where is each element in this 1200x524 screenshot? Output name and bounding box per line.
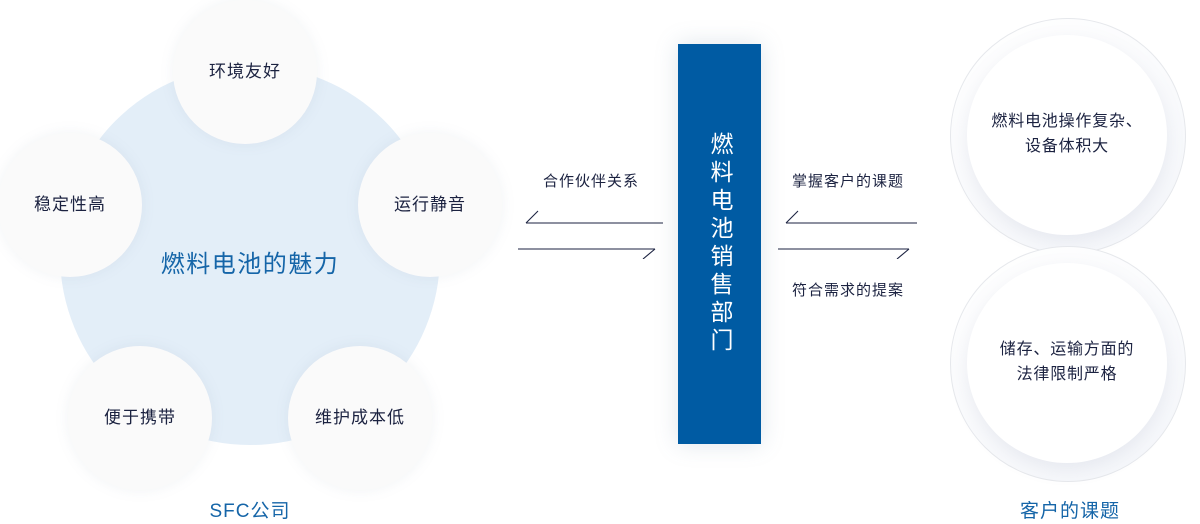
petal-circle-low-maintenance: 维护成本低 bbox=[288, 346, 432, 490]
petal-circle-environment: 环境友好 bbox=[173, 0, 317, 144]
sfc-company-cluster: 环境友好 运行静音 维护成本低 便于携带 稳定性高 燃料电池的魅力 bbox=[0, 0, 510, 524]
petal-label: 环境友好 bbox=[209, 61, 281, 81]
petal-label: 稳定性高 bbox=[34, 194, 106, 214]
arrow-label-proposal-matching-needs: 符合需求的提案 bbox=[791, 282, 904, 299]
petal-circle-stability: 稳定性高 bbox=[0, 133, 142, 277]
pillar-label: 燃料电池销售部门 bbox=[707, 132, 733, 356]
petal-label: 维护成本低 bbox=[315, 407, 405, 427]
left-cluster-center-title: 燃料电池的魅力 bbox=[160, 251, 340, 278]
petal-label: 运行静音 bbox=[394, 194, 466, 214]
arrow-label-grasp-customer-issues: 掌握客户的课题 bbox=[791, 173, 904, 190]
caption-sfc-company: SFC公司 bbox=[209, 501, 291, 522]
bidirectional-arrow-left-icon bbox=[518, 210, 663, 259]
arrow-group-right: 掌握客户的课题 符合需求的提案 bbox=[778, 170, 918, 300]
petal-circle-quiet: 运行静音 bbox=[358, 133, 502, 277]
bubble-inner-circle-1: 燃料电池操作复杂、 设备体积大 bbox=[967, 35, 1167, 235]
petal-label: 便于携带 bbox=[104, 407, 176, 427]
bidirectional-arrow-right-icon bbox=[778, 210, 917, 259]
customer-issues-cluster: 燃料电池操作复杂、 设备体积大 储存、运输方面的 法律限制严格 bbox=[930, 0, 1200, 524]
caption-customer-issues: 客户的课题 bbox=[1019, 501, 1120, 522]
fuel-cell-sales-department-pillar: 燃料电池销售部门 bbox=[678, 44, 761, 444]
petal-circle-portable: 便于携带 bbox=[68, 346, 212, 490]
bubble-text-line-1: 燃料电池操作复杂、 bbox=[991, 113, 1143, 131]
bubble-text-line-2: 法律限制严格 bbox=[1016, 366, 1118, 383]
bubble-inner-circle-2: 储存、运输方面的 法律限制严格 bbox=[967, 263, 1167, 463]
arrow-group-left: 合作伙伴关系 bbox=[518, 170, 664, 259]
arrow-label-partnership: 合作伙伴关系 bbox=[542, 173, 639, 190]
bubble-text-line-2: 设备体积大 bbox=[1024, 138, 1109, 155]
bubble-text-line-1: 储存、运输方面的 bbox=[999, 341, 1135, 359]
